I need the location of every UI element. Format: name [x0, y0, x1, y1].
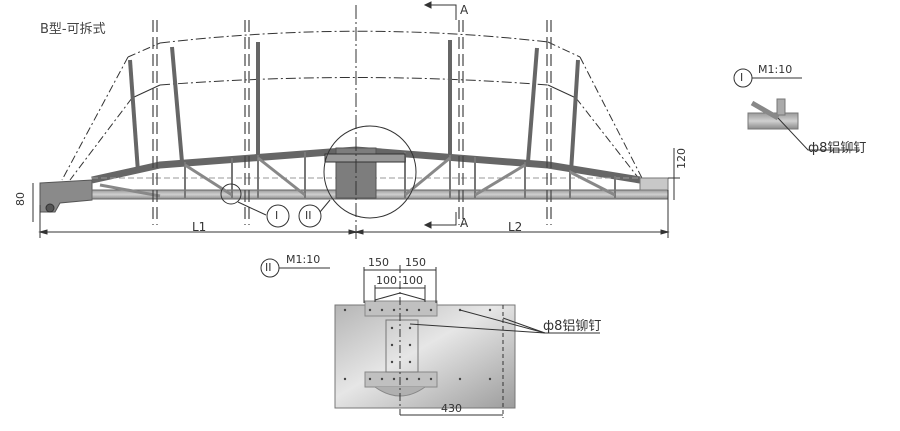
- dim-left-height: 80: [14, 192, 27, 206]
- detail-2-drawing: [260, 258, 600, 418]
- callout-detail-1: I: [275, 209, 279, 222]
- detail-1-rivet-label: ф8铝铆钉: [808, 141, 867, 156]
- dim-outer-left: 150: [368, 256, 389, 269]
- dim-l2: L2: [508, 220, 523, 234]
- detail-1-scale: M1:10: [758, 63, 793, 76]
- detail-2-scale: M1:10: [286, 253, 321, 266]
- dim-outer-right: 150: [405, 256, 426, 269]
- drawing-title: B型-可拆式: [40, 22, 106, 37]
- detail-1-symbol: I: [740, 71, 744, 84]
- section-marker-bottom: A: [460, 216, 469, 230]
- detail-2-symbol: II: [265, 261, 272, 274]
- dim-bottom: 430: [441, 402, 462, 415]
- dim-l1: L1: [192, 220, 207, 234]
- dim-inner-right: 100: [402, 274, 423, 287]
- section-marker-top: A: [460, 3, 469, 17]
- dim-right-height: 120: [675, 148, 688, 169]
- main-elevation: [32, 1, 680, 240]
- detail-1-drawing: [733, 68, 860, 151]
- dim-inner-left: 100: [376, 274, 397, 287]
- callout-detail-2: II: [305, 209, 312, 222]
- detail-2-rivet-label: ф8铝铆钉: [543, 319, 602, 334]
